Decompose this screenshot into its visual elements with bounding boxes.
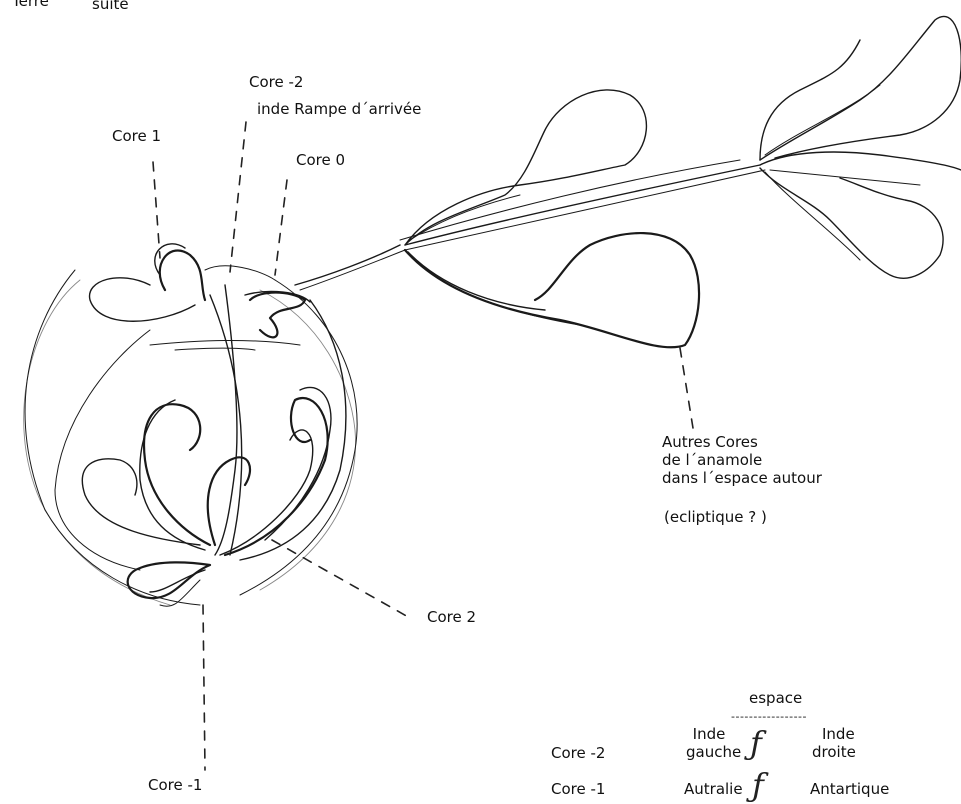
leader-core-m1	[203, 605, 205, 770]
table-header: espace	[749, 690, 802, 707]
leader-core-1	[153, 162, 160, 258]
row-core-m1-right-1: Antartique	[810, 781, 889, 798]
integral-sign-2: ƒ	[752, 766, 764, 804]
tether	[295, 160, 765, 290]
label-core-2: Core 2	[427, 609, 476, 626]
leader-core-0	[275, 180, 287, 275]
label-core-0: Core 0	[296, 152, 345, 169]
interior-loops	[82, 387, 331, 555]
label-autres-line3: dans l´espace autour	[662, 470, 822, 487]
integral-sign-1: ƒ	[750, 724, 762, 762]
label-core-m1: Core -1	[148, 777, 202, 794]
label-autres-line2: de l´anamole	[662, 452, 762, 469]
leader-autres	[680, 348, 693, 428]
label-autres-note: (ecliptique ? )	[664, 509, 767, 526]
row-core-m2-label: Core -2	[551, 745, 605, 762]
leader-lines	[153, 122, 693, 770]
globe	[24, 270, 357, 605]
leader-core-2	[272, 540, 410, 618]
row-core-m1-label: Core -1	[551, 781, 605, 798]
label-core-1: Core 1	[112, 128, 161, 145]
label-autres-line1: Autres Cores	[662, 434, 758, 451]
row-core-m2-left-1: Inde	[678, 726, 740, 743]
row-core-m1-left-1: Autralie	[684, 781, 743, 798]
far-cluster	[760, 16, 961, 278]
label-core-m2: Core -2	[249, 74, 303, 91]
label-suite: suite	[92, 0, 129, 13]
row-core-m2-right-1: Inde	[822, 726, 855, 743]
row-core-m2-right-2: droite	[812, 744, 856, 761]
row-core-m2-left-2: gauche	[686, 744, 741, 761]
label-terre: Terre	[12, 0, 49, 10]
middle-cluster	[405, 90, 699, 347]
label-inde-rampe: inde Rampe d´arrivée	[257, 101, 421, 118]
table-underline: -----------------	[731, 708, 807, 725]
leader-core-m2	[230, 122, 246, 272]
